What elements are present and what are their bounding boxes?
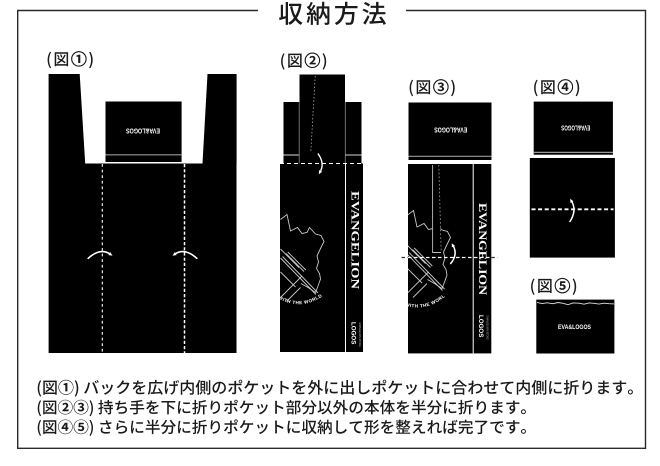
svg-text:EVA&LOGOS: EVA&LOGOS — [434, 125, 467, 132]
svg-text:EVANGELION STORE: EVANGELION STORE — [486, 316, 489, 341]
svg-text:LOGOS: LOGOS — [477, 315, 484, 337]
svg-text:EVA&LOGOS: EVA&LOGOS — [561, 124, 590, 131]
svg-text:EVANGELION STORE: EVANGELION STORE — [358, 323, 361, 348]
svg-text:EVA&LOGOS: EVA&LOGOS — [126, 127, 160, 134]
svg-text:EVANGELION: EVANGELION — [476, 203, 490, 295]
svg-text:EVA&LOGOS: EVA&LOGOS — [558, 324, 592, 331]
svg-text:LOGOS: LOGOS — [350, 322, 357, 344]
svg-text:EVANGELION: EVANGELION — [349, 191, 363, 289]
